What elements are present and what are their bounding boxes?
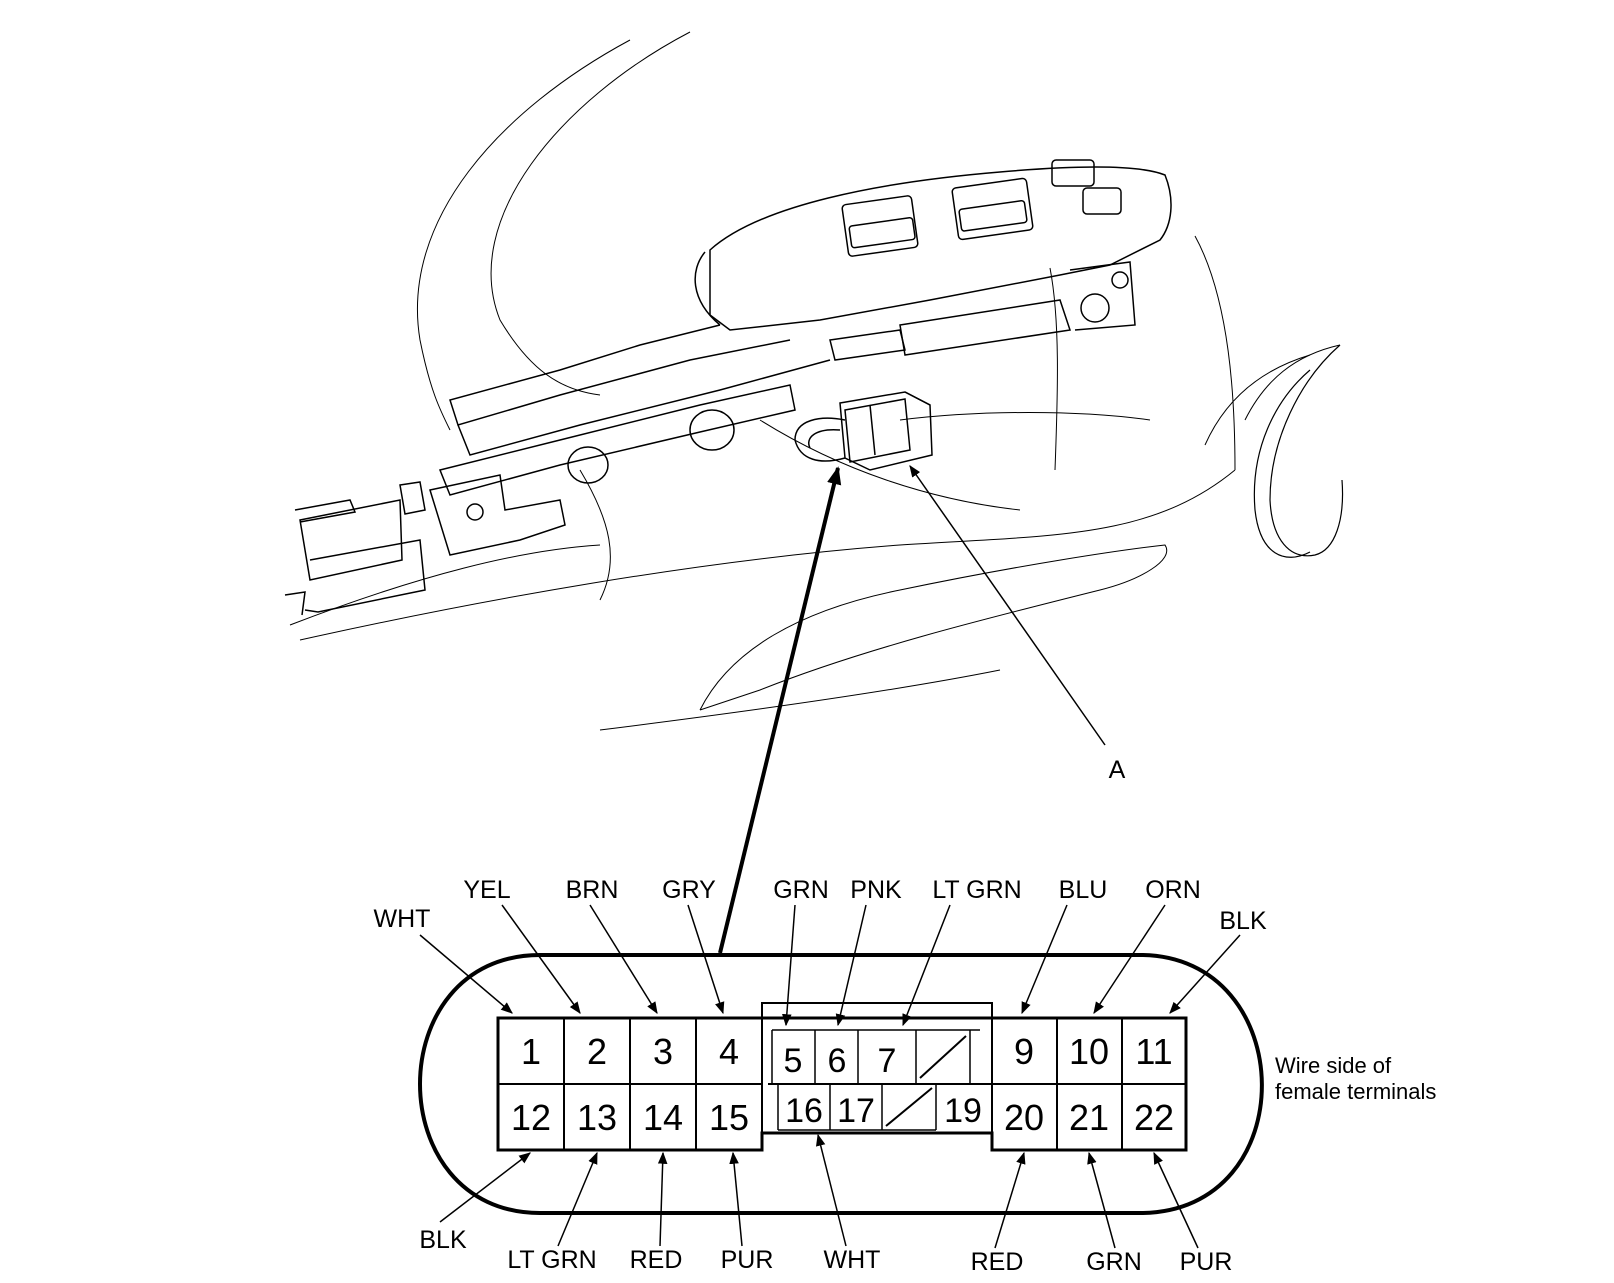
- wire-color-label: RED: [630, 1246, 683, 1274]
- wire-color-label: YEL: [463, 876, 510, 904]
- pin-number: 20: [1004, 1097, 1044, 1138]
- pin-number: 3: [653, 1031, 673, 1072]
- wire-color-label: BLK: [419, 1226, 467, 1254]
- wire-color-label: LT GRN: [507, 1246, 596, 1274]
- wire-color-label: BLU: [1059, 876, 1108, 904]
- wire-color-label: BRN: [566, 876, 619, 904]
- pin-number: 13: [577, 1097, 617, 1138]
- bottom-wire-labels: BLK LT GRN RED PUR WHT RED GRN PUR: [419, 1226, 1232, 1276]
- pin-number: 21: [1069, 1097, 1109, 1138]
- top-wire-leaders: [419, 904, 1241, 1027]
- pin-number: 22: [1134, 1097, 1174, 1138]
- blank-cavity-18: [885, 1087, 933, 1127]
- pin-number: 14: [643, 1097, 683, 1138]
- wire-color-label: WHT: [374, 905, 431, 933]
- pins-top-row: 1 2 3 4 5 6 7 9 10 11: [521, 1031, 1173, 1080]
- top-wire-labels: WHT YEL BRN GRY GRN PNK LT GRN BLU ORN B…: [374, 876, 1267, 935]
- pin-number: 12: [511, 1097, 551, 1138]
- wire-color-label: ORN: [1145, 876, 1201, 904]
- door-panel-illustration: [284, 31, 1344, 731]
- pin-number: 5: [784, 1042, 803, 1080]
- wire-color-label: PUR: [1180, 1248, 1233, 1276]
- wire-color-label: GRN: [1086, 1248, 1142, 1276]
- pin-number: 11: [1135, 1031, 1172, 1072]
- side-note-line-2: female terminals: [1275, 1079, 1436, 1104]
- pins-bottom-row: 12 13 14 15 16 17 19 20 21 22: [511, 1092, 1174, 1138]
- pin-number: 6: [828, 1042, 847, 1080]
- connector-pointer-arrow: [718, 466, 842, 954]
- wire-color-label: RED: [971, 1248, 1024, 1276]
- pin-number: 17: [837, 1092, 875, 1130]
- callout-a-label: A: [1109, 756, 1126, 784]
- pin-number: 1: [521, 1031, 541, 1072]
- wire-color-label: PUR: [721, 1246, 774, 1274]
- connector-face: [418, 953, 1264, 1215]
- bottom-wire-leaders: [439, 1133, 1199, 1249]
- pin-number: 19: [944, 1092, 982, 1130]
- wire-color-label: GRN: [773, 876, 829, 904]
- pin-number: 2: [587, 1031, 607, 1072]
- wire-color-label: BLK: [1219, 907, 1267, 935]
- pin-number: 9: [1014, 1031, 1034, 1072]
- side-note-line-1: Wire side of: [1275, 1053, 1392, 1078]
- wire-color-label: WHT: [824, 1246, 881, 1274]
- pin-number: 7: [878, 1042, 897, 1080]
- pin-number: 16: [785, 1092, 823, 1130]
- wire-color-label: GRY: [662, 876, 716, 904]
- pin-number: 15: [709, 1097, 749, 1138]
- wire-color-label: PNK: [850, 876, 902, 904]
- wire-color-label: LT GRN: [932, 876, 1021, 904]
- callout-a-leader: [909, 465, 1106, 746]
- pin-number: 10: [1069, 1031, 1109, 1072]
- pin-number: 4: [719, 1031, 739, 1072]
- blank-cavity-8: [919, 1035, 967, 1079]
